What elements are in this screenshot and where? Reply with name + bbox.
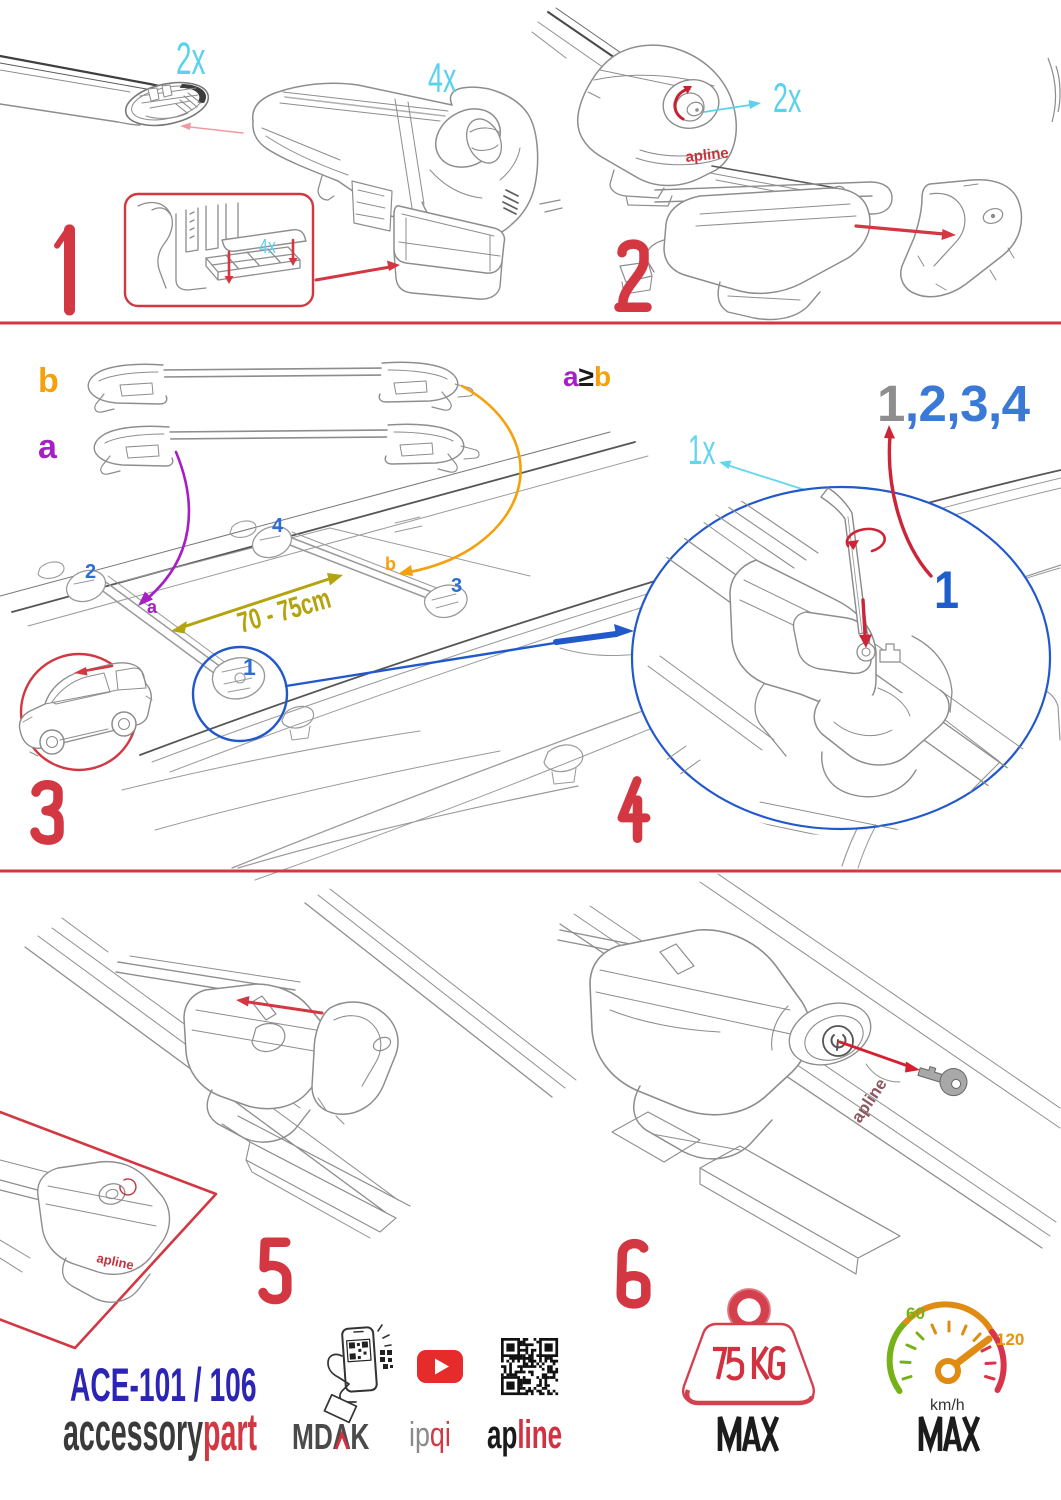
svg-text:2x: 2x — [773, 75, 802, 121]
svg-text:2: 2 — [85, 561, 96, 583]
svg-text:a: a — [147, 597, 158, 617]
svg-text:apline: apline — [685, 145, 730, 166]
svg-text:MDΛK: MDΛK — [292, 1416, 370, 1457]
svg-text:1x: 1x — [688, 427, 716, 474]
svg-text:b: b — [385, 554, 396, 574]
svg-text:accessorypart: accessorypart — [63, 1403, 257, 1463]
svg-text:120: 120 — [996, 1330, 1024, 1349]
svg-text:ipqi: ipqi — [409, 1416, 451, 1454]
svg-text:km/h: km/h — [930, 1397, 965, 1414]
svg-text:4x: 4x — [428, 55, 457, 101]
svg-text:a: a — [38, 428, 58, 466]
svg-text:60: 60 — [906, 1304, 925, 1323]
svg-text:ACE-101 / 106: ACE-101 / 106 — [70, 1360, 257, 1412]
svg-text:1: 1 — [243, 654, 256, 680]
svg-text:1: 1 — [934, 561, 959, 620]
svg-text:a≥b: a≥b — [563, 361, 611, 392]
svg-text:apline: apline — [487, 1412, 562, 1457]
svg-text:4: 4 — [272, 515, 284, 537]
svg-text:1,2,3,4: 1,2,3,4 — [877, 375, 1031, 432]
svg-text:b: b — [38, 362, 59, 400]
svg-text:3: 3 — [451, 575, 462, 597]
svg-text:2x: 2x — [176, 33, 206, 83]
svg-text:4x: 4x — [259, 235, 276, 257]
